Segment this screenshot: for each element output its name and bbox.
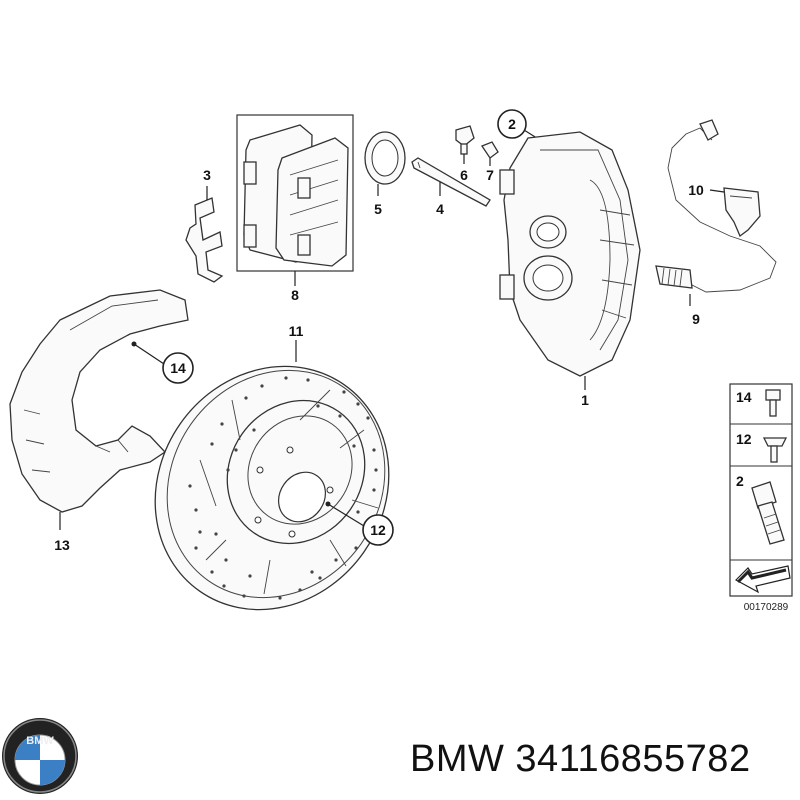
label-11: 11 [289, 323, 304, 339]
seal-ring-part [364, 131, 406, 185]
label-9: 9 [692, 311, 700, 327]
brake-disc-part [154, 365, 390, 611]
brake-pads-part [236, 114, 354, 272]
diagram-code: 00170289 [744, 602, 789, 613]
label-5: 5 [374, 201, 382, 217]
dust-shield-part [9, 289, 189, 513]
sensor-bracket-part [723, 187, 761, 238]
label-3: 3 [203, 167, 211, 183]
callout-2 [497, 109, 527, 139]
label-13: 13 [54, 537, 70, 553]
dust-cap-part [481, 141, 499, 159]
anti-rattle-clip-part [185, 197, 224, 283]
callout-12 [362, 514, 394, 546]
screw-14-icon [765, 389, 781, 417]
label-10: 10 [688, 182, 704, 198]
brake-caliper-part [499, 131, 641, 377]
bmw-logo-text: BMW [26, 735, 54, 747]
label-4: 4 [436, 201, 444, 217]
label-6: 6 [460, 167, 468, 183]
fastener-legend: 14 12 2 [729, 383, 793, 597]
label-14: 14 [170, 360, 186, 376]
bleeder-valve-part [455, 125, 475, 155]
label-1: 1 [581, 392, 589, 408]
wear-sensor-part [655, 119, 777, 293]
callout-14 [162, 352, 194, 384]
bmw-logo: BMW [2, 718, 78, 794]
arrow-icon [735, 565, 791, 594]
label-7: 7 [486, 167, 494, 183]
legend-label-14: 14 [736, 389, 752, 405]
label-8: 8 [291, 287, 299, 303]
guide-pin-part [411, 157, 491, 207]
label-2: 2 [508, 116, 516, 132]
legend-label-2: 2 [736, 473, 744, 489]
bolt-2-icon [751, 481, 785, 545]
label-12: 12 [370, 522, 386, 538]
legend-label-12: 12 [736, 431, 752, 447]
screw-12-icon [762, 437, 788, 463]
part-number-title: BMW 34116855782 [410, 738, 751, 780]
